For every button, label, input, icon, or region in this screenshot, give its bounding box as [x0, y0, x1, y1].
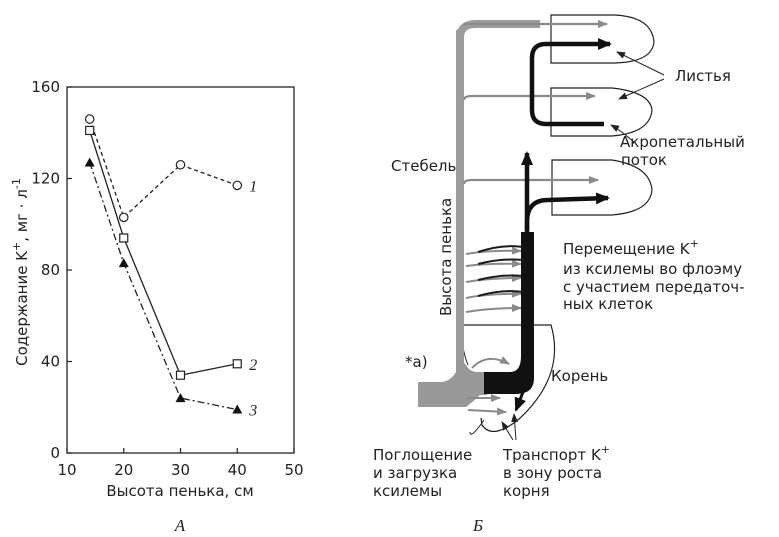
series-2-point [232, 359, 242, 369]
phloem-to-leaf-lower-arrow [524, 192, 610, 230]
y-axis-label-main: Содержание K [13, 250, 31, 366]
label-note-a: *а) [405, 353, 428, 371]
panel-caption-a: А [174, 516, 186, 535]
series-3-line [89, 162, 238, 411]
x-tick-label: 30 [171, 461, 190, 479]
y-axis-label: Содержание K+, мг · л-1 [10, 178, 31, 366]
panel-caption-b: Б [472, 516, 483, 535]
xylem-to-leaf-lower-arrow [462, 176, 599, 185]
label-transport-2: в зону роста [503, 464, 602, 482]
series-3-point [118, 258, 129, 268]
leaves-pointer-upper [616, 51, 665, 76]
y-axis-label-unit-sup: -1 [10, 178, 23, 189]
phloem-main-column [484, 232, 534, 394]
potassium-chart: 10 20 30 40 50 0 40 80 120 160 1 2 3 Высота пенька,… [10, 78, 304, 535]
series-1-point [175, 159, 186, 170]
series-label: 2 [249, 357, 257, 374]
series-labels: 1 2 3 [248, 178, 257, 419]
x-tick-label: 20 [114, 461, 133, 479]
y-tick-label: 160 [31, 78, 60, 96]
xylem-phloem-transfer-arrows [465, 246, 522, 313]
leaf-upper [550, 14, 655, 64]
label-uptake-2: и загрузка [373, 464, 457, 482]
root-xylem-arrows [466, 356, 510, 416]
root-outline [461, 324, 556, 432]
leaves-pointer-middle [618, 78, 665, 100]
leaf-middle [550, 87, 653, 137]
label-move-2: из ксилемы во флоэму [563, 260, 742, 278]
y-tick-label: 120 [31, 170, 60, 188]
series-1-point [232, 180, 243, 191]
svg-text:Содержание K+, мг · л-1: Содержание K+, мг · л-1 [10, 178, 31, 366]
root-tip-outline [469, 419, 485, 435]
series-2-point [175, 370, 186, 380]
label-stem: Стебель [391, 157, 456, 175]
series-label: 3 [248, 403, 257, 420]
series-label: 1 [249, 178, 257, 195]
label-leaves: Листья [675, 67, 731, 85]
y-tick-label: 40 [41, 353, 60, 371]
label-stump-height: Высота пенька [437, 198, 455, 316]
series-2-point [119, 233, 129, 243]
label-acropetal-1: Акропетальный [620, 133, 745, 151]
label-transport-1: Транспорт K+ [502, 443, 610, 464]
series-2-line [89, 130, 238, 376]
xylem-to-leaf-middle-arrow [462, 92, 596, 101]
phloem-inflow-lines [477, 245, 524, 297]
label-move-1: Перемещение K+ [563, 237, 699, 258]
series-3-point [84, 157, 95, 167]
label-acropetal-2: поток [621, 151, 667, 169]
stem-xylem [456, 30, 464, 380]
y-axis-label-unit: , мг · л [13, 189, 31, 242]
label-uptake-3: ксилемы [373, 482, 442, 500]
x-tick-label: 40 [228, 461, 247, 479]
axis-ticks: 10 20 30 40 50 0 40 80 120 160 [31, 78, 303, 479]
series-1-point [84, 114, 95, 124]
phloem-to-root-arrow [514, 381, 529, 412]
stem-top-curve [456, 20, 540, 39]
label-transport-3: корня [503, 482, 550, 500]
label-uptake-1: Поглощение [373, 446, 472, 464]
series-2-point [85, 125, 95, 136]
series-1-line [89, 118, 238, 219]
transport-pointer-left [501, 421, 514, 441]
x-axis-label: Высота пенька, см [106, 482, 253, 500]
label-move-4: ных клеток [563, 295, 653, 313]
label-move-3: с участием передаточ- [563, 278, 745, 296]
y-tick-label: 0 [50, 444, 60, 462]
y-tick-label: 80 [41, 261, 60, 279]
transport-pointer-right [511, 413, 519, 441]
series-1-point [118, 212, 129, 223]
potassium-transport-diagram: Листья Акропетальный поток Стебель Высот… [373, 14, 745, 535]
phloem-upper-loop [529, 38, 612, 127]
leaf-lower [551, 159, 653, 216]
acropetal-pointer [610, 124, 635, 143]
data-series [84, 114, 243, 414]
xylem-uptake-band [418, 358, 487, 407]
y-axis-label-sup: + [10, 242, 23, 251]
x-tick-label: 10 [57, 461, 76, 479]
label-root: Корень [551, 367, 608, 385]
series-3-point [232, 404, 243, 414]
series-3-point [175, 393, 186, 403]
x-tick-label: 50 [284, 461, 303, 479]
